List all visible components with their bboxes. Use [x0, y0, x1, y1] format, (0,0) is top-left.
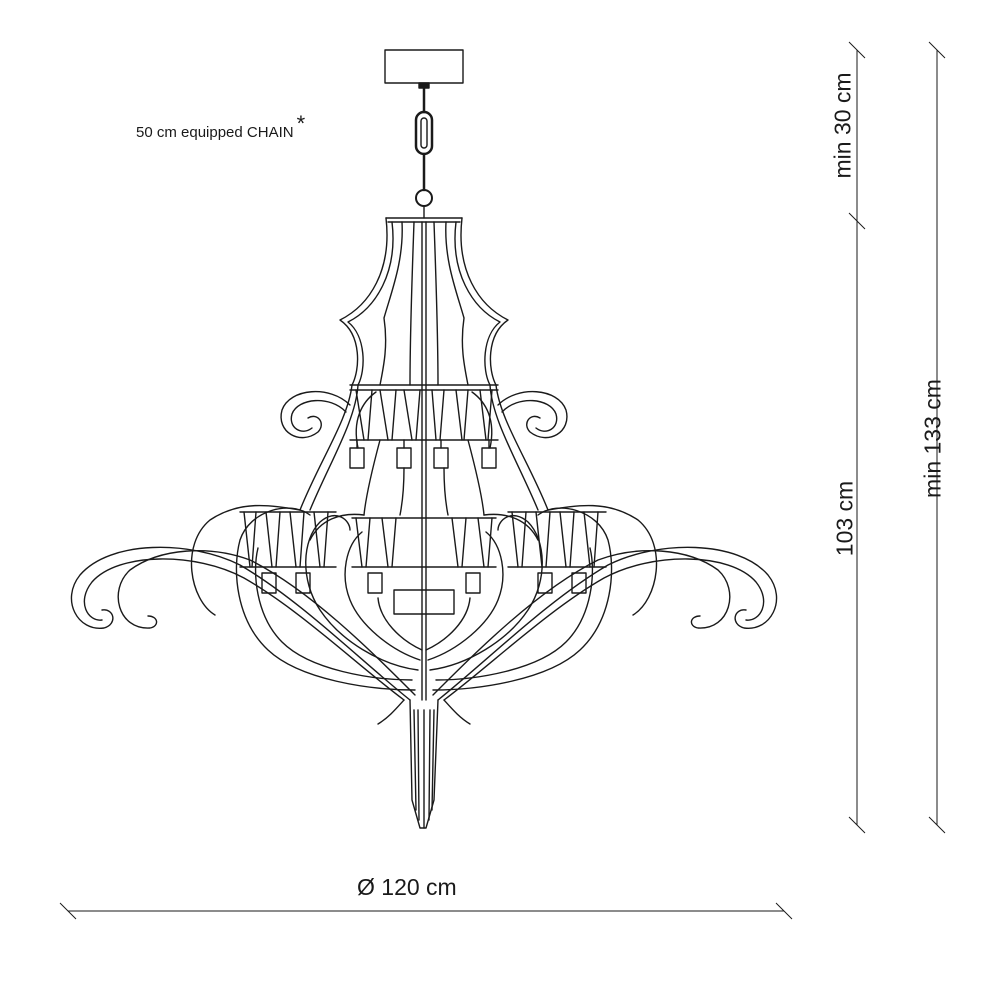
lower-candles	[261, 572, 587, 615]
asterisk-mark: *	[296, 111, 306, 136]
height-total-label: min 133 cm	[919, 379, 946, 498]
lower-arms	[70, 504, 778, 701]
ceiling-canopy	[384, 49, 464, 84]
diameter-label: Ø 120 cm	[357, 874, 457, 900]
upper-shade-ring	[349, 384, 499, 441]
upper-cage	[339, 205, 509, 701]
upper-scroll-arms	[280, 391, 568, 449]
diameter-dimension-line	[59, 902, 793, 920]
height-min-chain-label: min 30 cm	[829, 72, 856, 179]
height-dimension-line-outer	[928, 41, 946, 834]
lower-shades	[239, 511, 607, 568]
height-body-label: 103 cm	[831, 480, 858, 557]
chain-label: 50 cm equipped CHAIN*	[136, 111, 306, 141]
hanging-tail	[377, 699, 471, 829]
middle-body	[299, 384, 549, 516]
chain	[414, 86, 434, 207]
height-dimension-line-inner	[848, 41, 866, 834]
